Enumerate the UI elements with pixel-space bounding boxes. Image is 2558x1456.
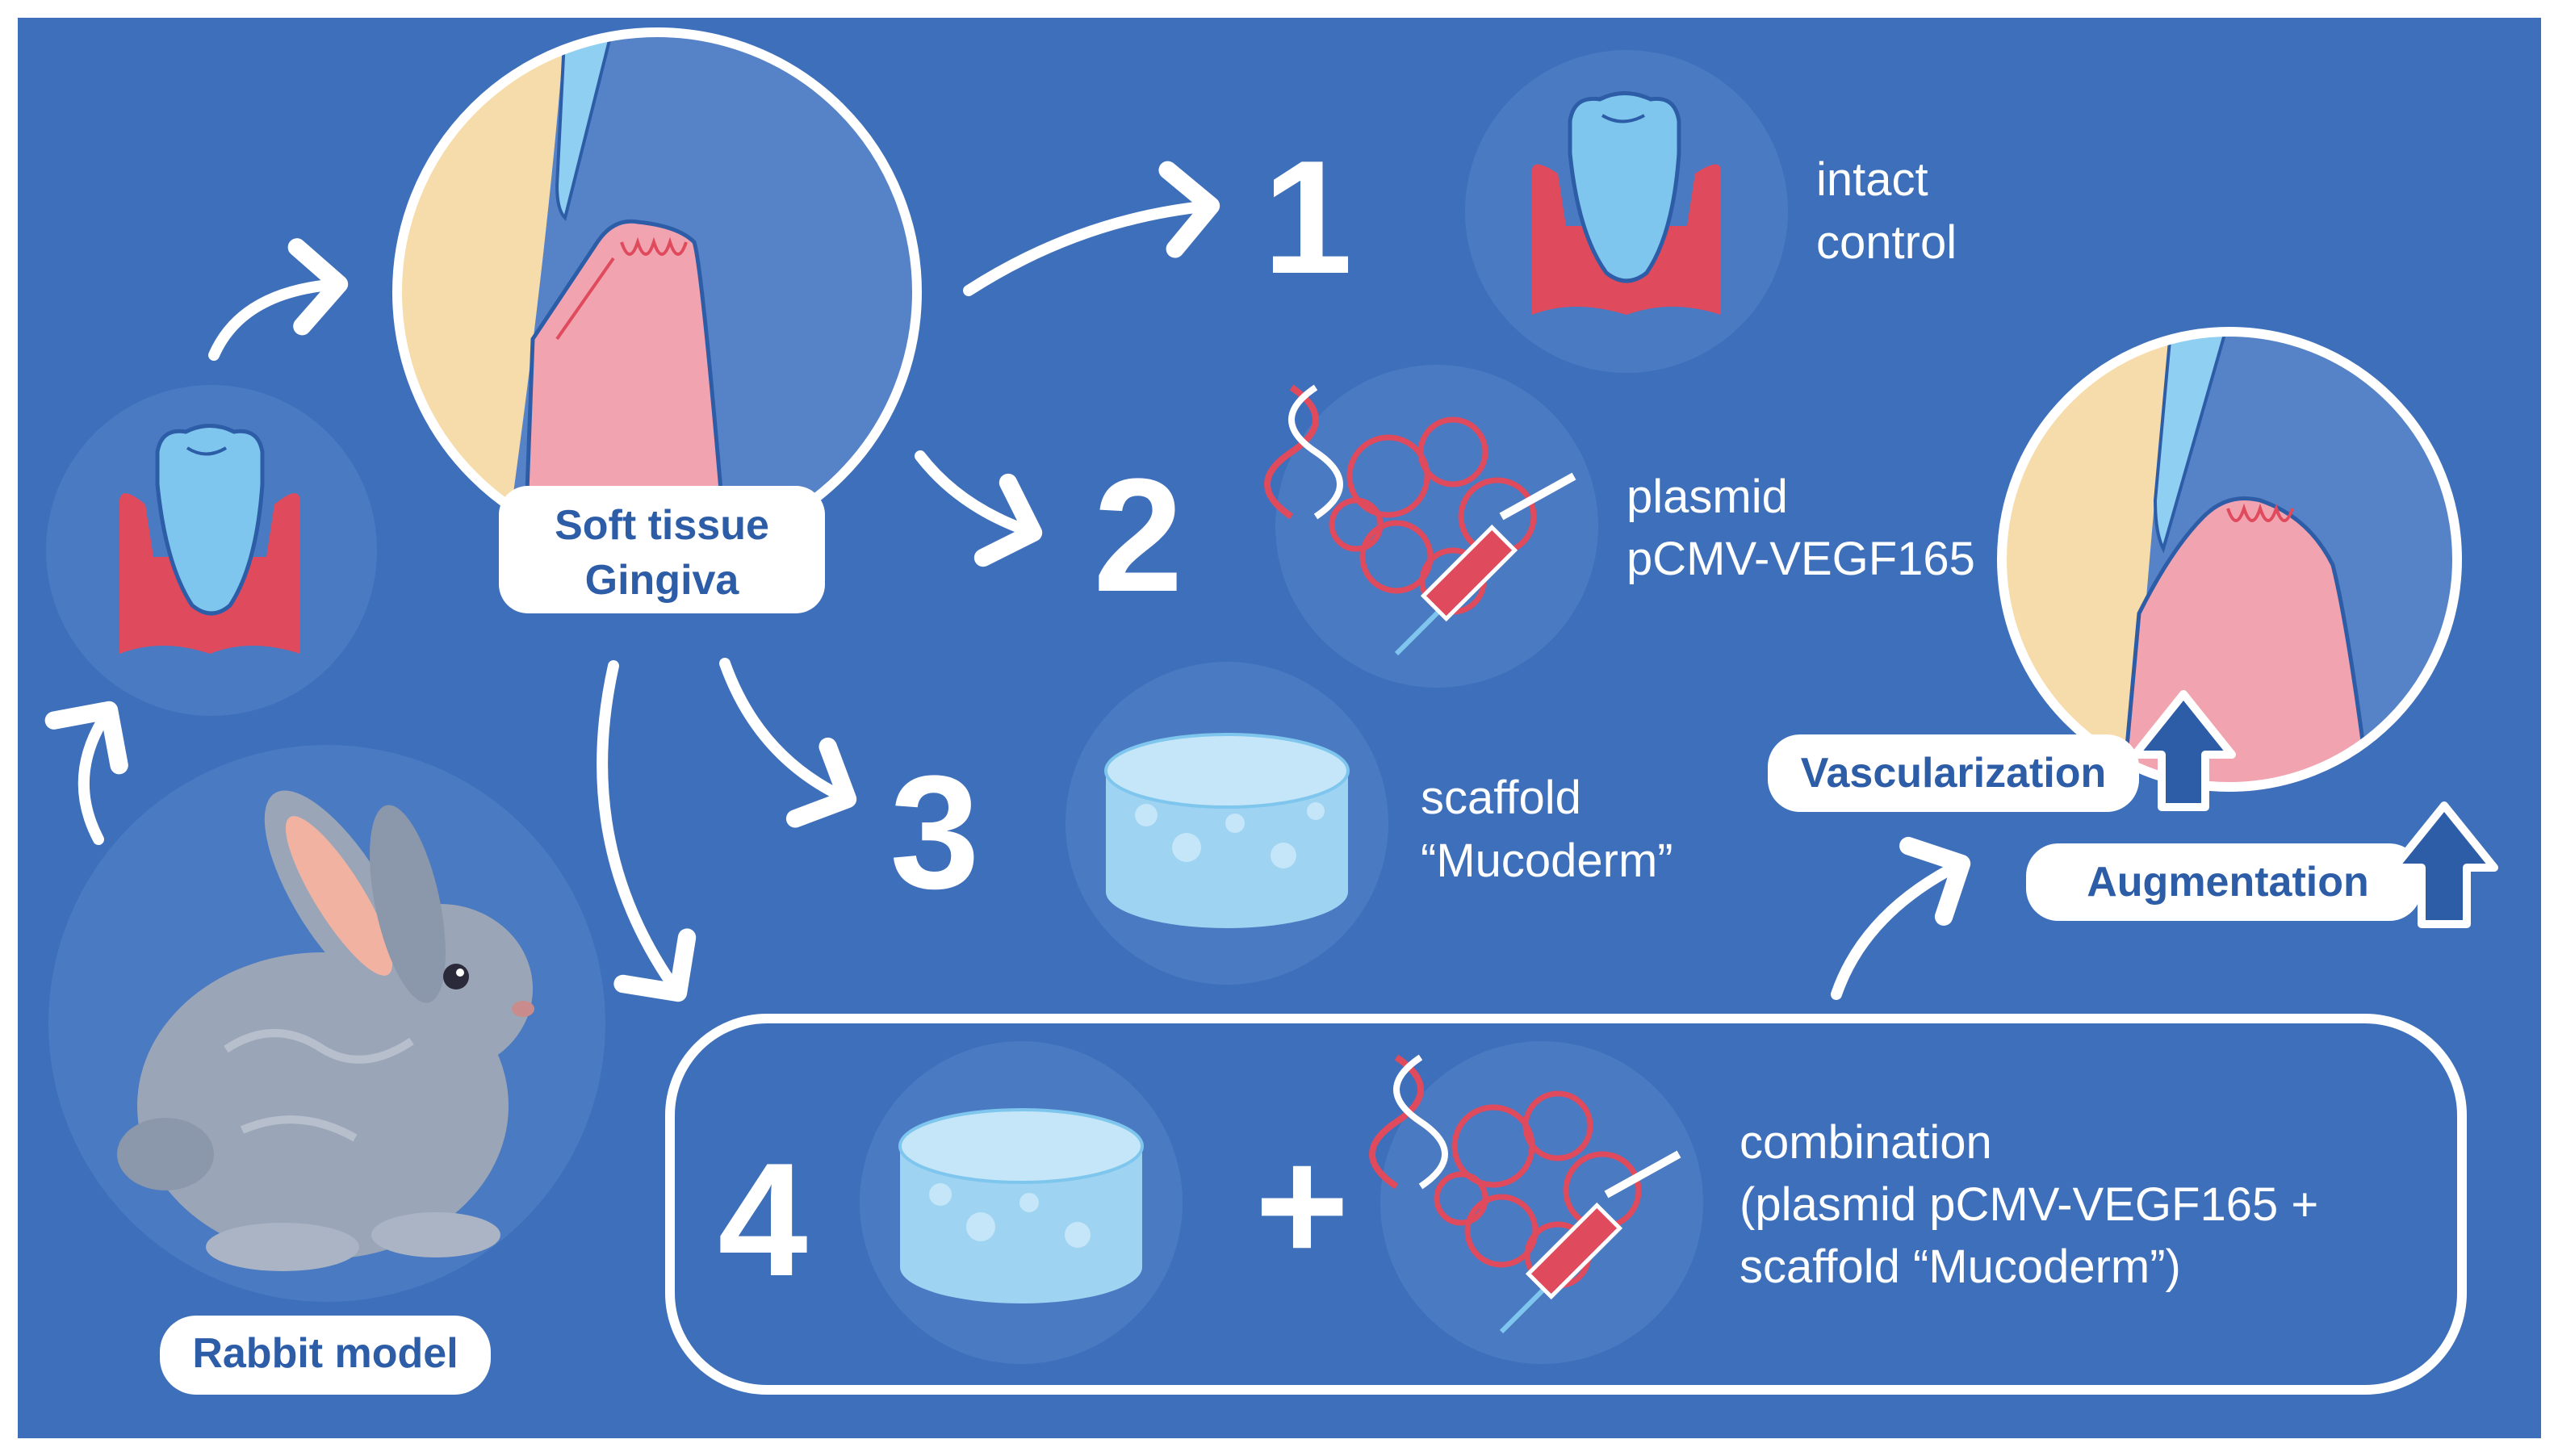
augmentation-label: Augmentation [2087,859,2369,906]
group-4-label-line1: combination [1740,1116,1992,1169]
scaffold-sponge-icon [898,1108,1144,1303]
arrow-rabbit-to-tooth [44,701,128,845]
group-1: 1 intact control [1262,50,1957,373]
tooth-icon [1532,91,1721,315]
arrow-to-group-4 [597,660,697,1002]
group-4-label-line2: (plasmid pCMV-VEGF165 + [1740,1178,2318,1231]
group-2-label-line1: plasmid [1626,471,1788,523]
arrow-to-group-3 [719,658,857,828]
soft-tissue-label-line1: Soft tissue [555,502,769,549]
group-4: 4 + combination [665,1014,2467,1395]
group-2: 2 plasmid pCMV-VEGF165 [1093,365,1975,688]
group-4-plus-sign: + [1255,1115,1350,1295]
result-group: Vascularization Augmentation [1768,327,2498,928]
group-2-circle [1275,365,1598,688]
group-3-label-line1: scaffold [1421,772,1581,824]
arrow-tooth-to-gingiva [208,238,349,361]
arrow-to-result [1831,836,1971,1000]
result-circle-outline [1997,327,2462,792]
arrow-to-group-2 [915,450,1043,567]
group-1-label-line1: intact [1816,153,1928,206]
scaffold-sponge-icon [1104,733,1350,928]
rabbit-tooth-group [46,385,377,716]
syringe-icon [1394,472,1576,656]
group-2-label-line2: pCMV-VEGF165 [1626,533,1975,585]
arrow-to-group-1 [963,161,1220,296]
gingiva-cross-section-group: Soft tissue Gingiva [392,27,922,613]
group-4-frame [665,1014,2467,1395]
syringe-icon [1499,1150,1681,1334]
plasmid-rings-icon [1434,1090,1642,1289]
up-arrow-icon [2131,690,2236,811]
vascularization-label: Vascularization [1801,750,2107,797]
group-1-number: 1 [1262,128,1352,308]
up-arrow-icon [2390,801,2498,928]
vascularization-label-box [1768,734,2139,812]
augmentation-label-box [2026,843,2422,921]
rabbit-icon [117,790,534,1271]
rabbit-model-label: Rabbit model [192,1330,458,1377]
group-4-plasmid-circle [1380,1041,1703,1364]
group-3-label-line2: “Mucoderm” [1421,835,1673,887]
group-1-label-line2: control [1816,216,1957,269]
dna-icon [1264,384,1343,520]
tooth-icon [119,424,300,654]
rabbit-figure: Rabbit model [48,745,605,1395]
rabbit-model-label-box [160,1316,491,1395]
dna-icon [1369,1054,1448,1190]
soft-tissue-label-line2: Gingiva [585,557,740,604]
group-4-number: 4 [718,1130,807,1310]
soft-tissue-label-box [499,486,825,613]
group-4-label-line3: scaffold “Mucoderm”) [1740,1241,2181,1293]
group-3: 3 scaffold “Mucoderm” [890,662,1673,985]
group-2-number: 2 [1093,446,1183,625]
group-3-number: 3 [890,743,979,923]
